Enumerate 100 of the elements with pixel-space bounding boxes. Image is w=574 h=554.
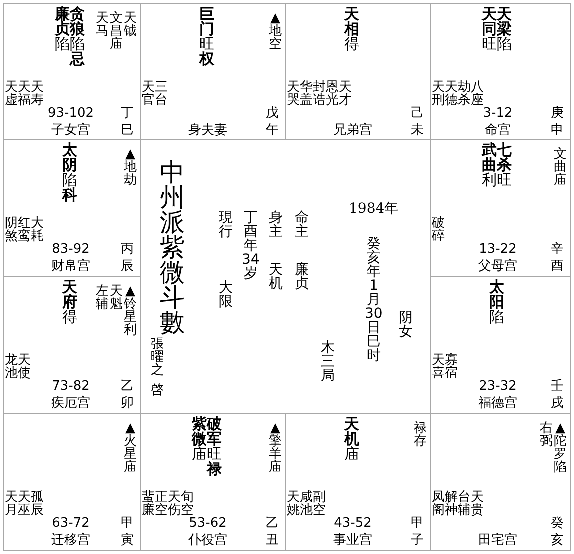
earthly-branch: 未 (411, 124, 424, 137)
chart-info: 丁酉年34岁 (242, 211, 260, 281)
earthly-branch: 申 (551, 124, 564, 137)
minor-star-column: 天寿 (31, 81, 44, 107)
earthly-branch: 丑 (266, 534, 279, 547)
main-star-column: 紫微庙 (192, 417, 207, 477)
palace-name: 财帛宫 (52, 260, 90, 273)
side-star-column: 天魁 (110, 285, 123, 337)
palace-name: 仆役宫 (188, 534, 228, 547)
minor-star-column: 天喜 (432, 354, 445, 380)
earthly-branch: 酉 (551, 260, 564, 273)
chart-info: 木三局 (321, 341, 335, 383)
heavenly-stem: 戊 (266, 107, 279, 120)
age-range: 73-82 (52, 380, 90, 393)
chart-info: 張曜之 (151, 338, 164, 377)
palace-cell (430, 139, 571, 277)
heavenly-stem: 壬 (551, 380, 564, 393)
age-range: 3-12 (483, 107, 513, 120)
palace-cell (430, 3, 571, 140)
minor-star-column: 天虚 (5, 81, 18, 107)
minor-star-column: 八座 (471, 81, 484, 107)
minor-star-column: 天官 (142, 81, 155, 107)
earthly-branch: 寅 (121, 534, 134, 547)
main-star-column: 武曲利 (482, 143, 497, 188)
heavenly-stem: 丙 (121, 243, 134, 256)
side-star-column: ▲地空 (269, 12, 282, 51)
minor-star-column: 破碎 (432, 217, 445, 243)
minor-star-column: 旬空 (181, 491, 194, 517)
palace-name: 身夫妻 (188, 124, 228, 137)
minor-star-column: 天才 (339, 81, 352, 107)
minor-star-column: 三台 (155, 81, 168, 107)
minor-star-column: 解神 (445, 491, 458, 517)
minor-star-column: 天姚 (287, 491, 300, 517)
heavenly-stem: 己 (411, 107, 424, 120)
main-star-column: 贪狼陷忌 (70, 7, 85, 67)
heavenly-stem: 甲 (411, 517, 424, 530)
chart-info: 天机 (269, 263, 283, 291)
minor-star-column: 阴煞 (5, 217, 18, 243)
birth-year: 1984年 (349, 202, 399, 216)
heavenly-stem: 乙 (121, 380, 134, 393)
heavenly-stem: 癸 (551, 517, 564, 530)
age-range: 43-52 (334, 517, 372, 530)
chart-info: 命主 (295, 211, 309, 239)
minor-star-column: 台辅 (458, 491, 471, 517)
minor-star-column: 天德 (445, 81, 458, 107)
side-star-column: ▲铃星利 (124, 285, 137, 337)
minor-star-column: 封诰 (313, 81, 326, 107)
age-range: 53-62 (189, 517, 227, 530)
minor-star-column: 天福 (18, 81, 31, 107)
chart-title: 中州派紫微斗數 (160, 160, 183, 335)
side-star-column: ▲地劫 (124, 148, 137, 187)
chart-info: 廉贞 (295, 263, 309, 291)
side-star-column: 左辅 (96, 285, 109, 337)
earthly-branch: 巳 (121, 124, 134, 137)
palace-cell (3, 413, 141, 551)
minor-star-column: 副空 (313, 491, 326, 517)
minor-star-column: 孤辰 (31, 491, 44, 517)
minor-star-column: 蜚廉 (142, 491, 155, 517)
side-star-column: 天钺 (124, 12, 137, 51)
heavenly-stem: 甲 (121, 517, 134, 530)
minor-star-column: 天使 (18, 354, 31, 380)
palace-name: 疾厄宫 (52, 397, 90, 410)
palace-name: 父母宫 (478, 260, 518, 273)
side-star-column: 天马 (96, 12, 109, 51)
chart-info: 大限 (219, 281, 233, 309)
heavenly-stem: 庚 (551, 107, 564, 120)
side-star-column: ▲陀罗陷 (554, 422, 567, 474)
age-range: 13-22 (479, 243, 517, 256)
side-star-column: 右弼 (540, 422, 553, 474)
minor-star-column: 凤阁 (432, 491, 445, 517)
chart-info: 啓 (151, 384, 164, 397)
age-range: 63-72 (52, 517, 90, 530)
heavenly-stem: 丁 (121, 107, 134, 120)
earthly-branch: 辰 (121, 260, 134, 273)
main-star-column: 天同旺 (482, 7, 497, 52)
main-star-column: 破军旺禄 (207, 417, 222, 477)
minor-star-column: 天月 (5, 491, 18, 517)
palace-name: 子女宫 (52, 124, 90, 137)
minor-star-column: 华盖 (300, 81, 313, 107)
minor-star-column: 劫杀 (458, 81, 471, 107)
side-star-column: ▲火星庙 (124, 422, 137, 474)
side-star-column: 文昌庙 (110, 12, 123, 51)
earthly-branch: 子 (411, 534, 424, 547)
main-star-column: 太阴陷科 (62, 143, 78, 203)
minor-star-column: 天伤 (168, 491, 181, 517)
palace-name: 兄弟宫 (334, 124, 372, 137)
minor-star-column: 天哭 (287, 81, 300, 107)
side-star-column: ▲擎羊庙 (269, 422, 282, 474)
chart-info: 身主 (269, 211, 283, 239)
palace-name: 迁移宫 (52, 534, 90, 547)
palace-name: 福德宫 (478, 397, 518, 410)
main-star-column: 天相得 (344, 7, 360, 52)
chart-info: 現行 (219, 211, 233, 239)
earthly-branch: 午 (266, 124, 279, 137)
earthly-branch: 戌 (551, 397, 564, 410)
main-star-column: 七杀旺 (497, 143, 512, 188)
palace-cell (3, 3, 141, 140)
age-range: 23-32 (479, 380, 517, 393)
earthly-branch: 亥 (551, 534, 564, 547)
main-star-column: 巨门旺权 (200, 7, 214, 67)
